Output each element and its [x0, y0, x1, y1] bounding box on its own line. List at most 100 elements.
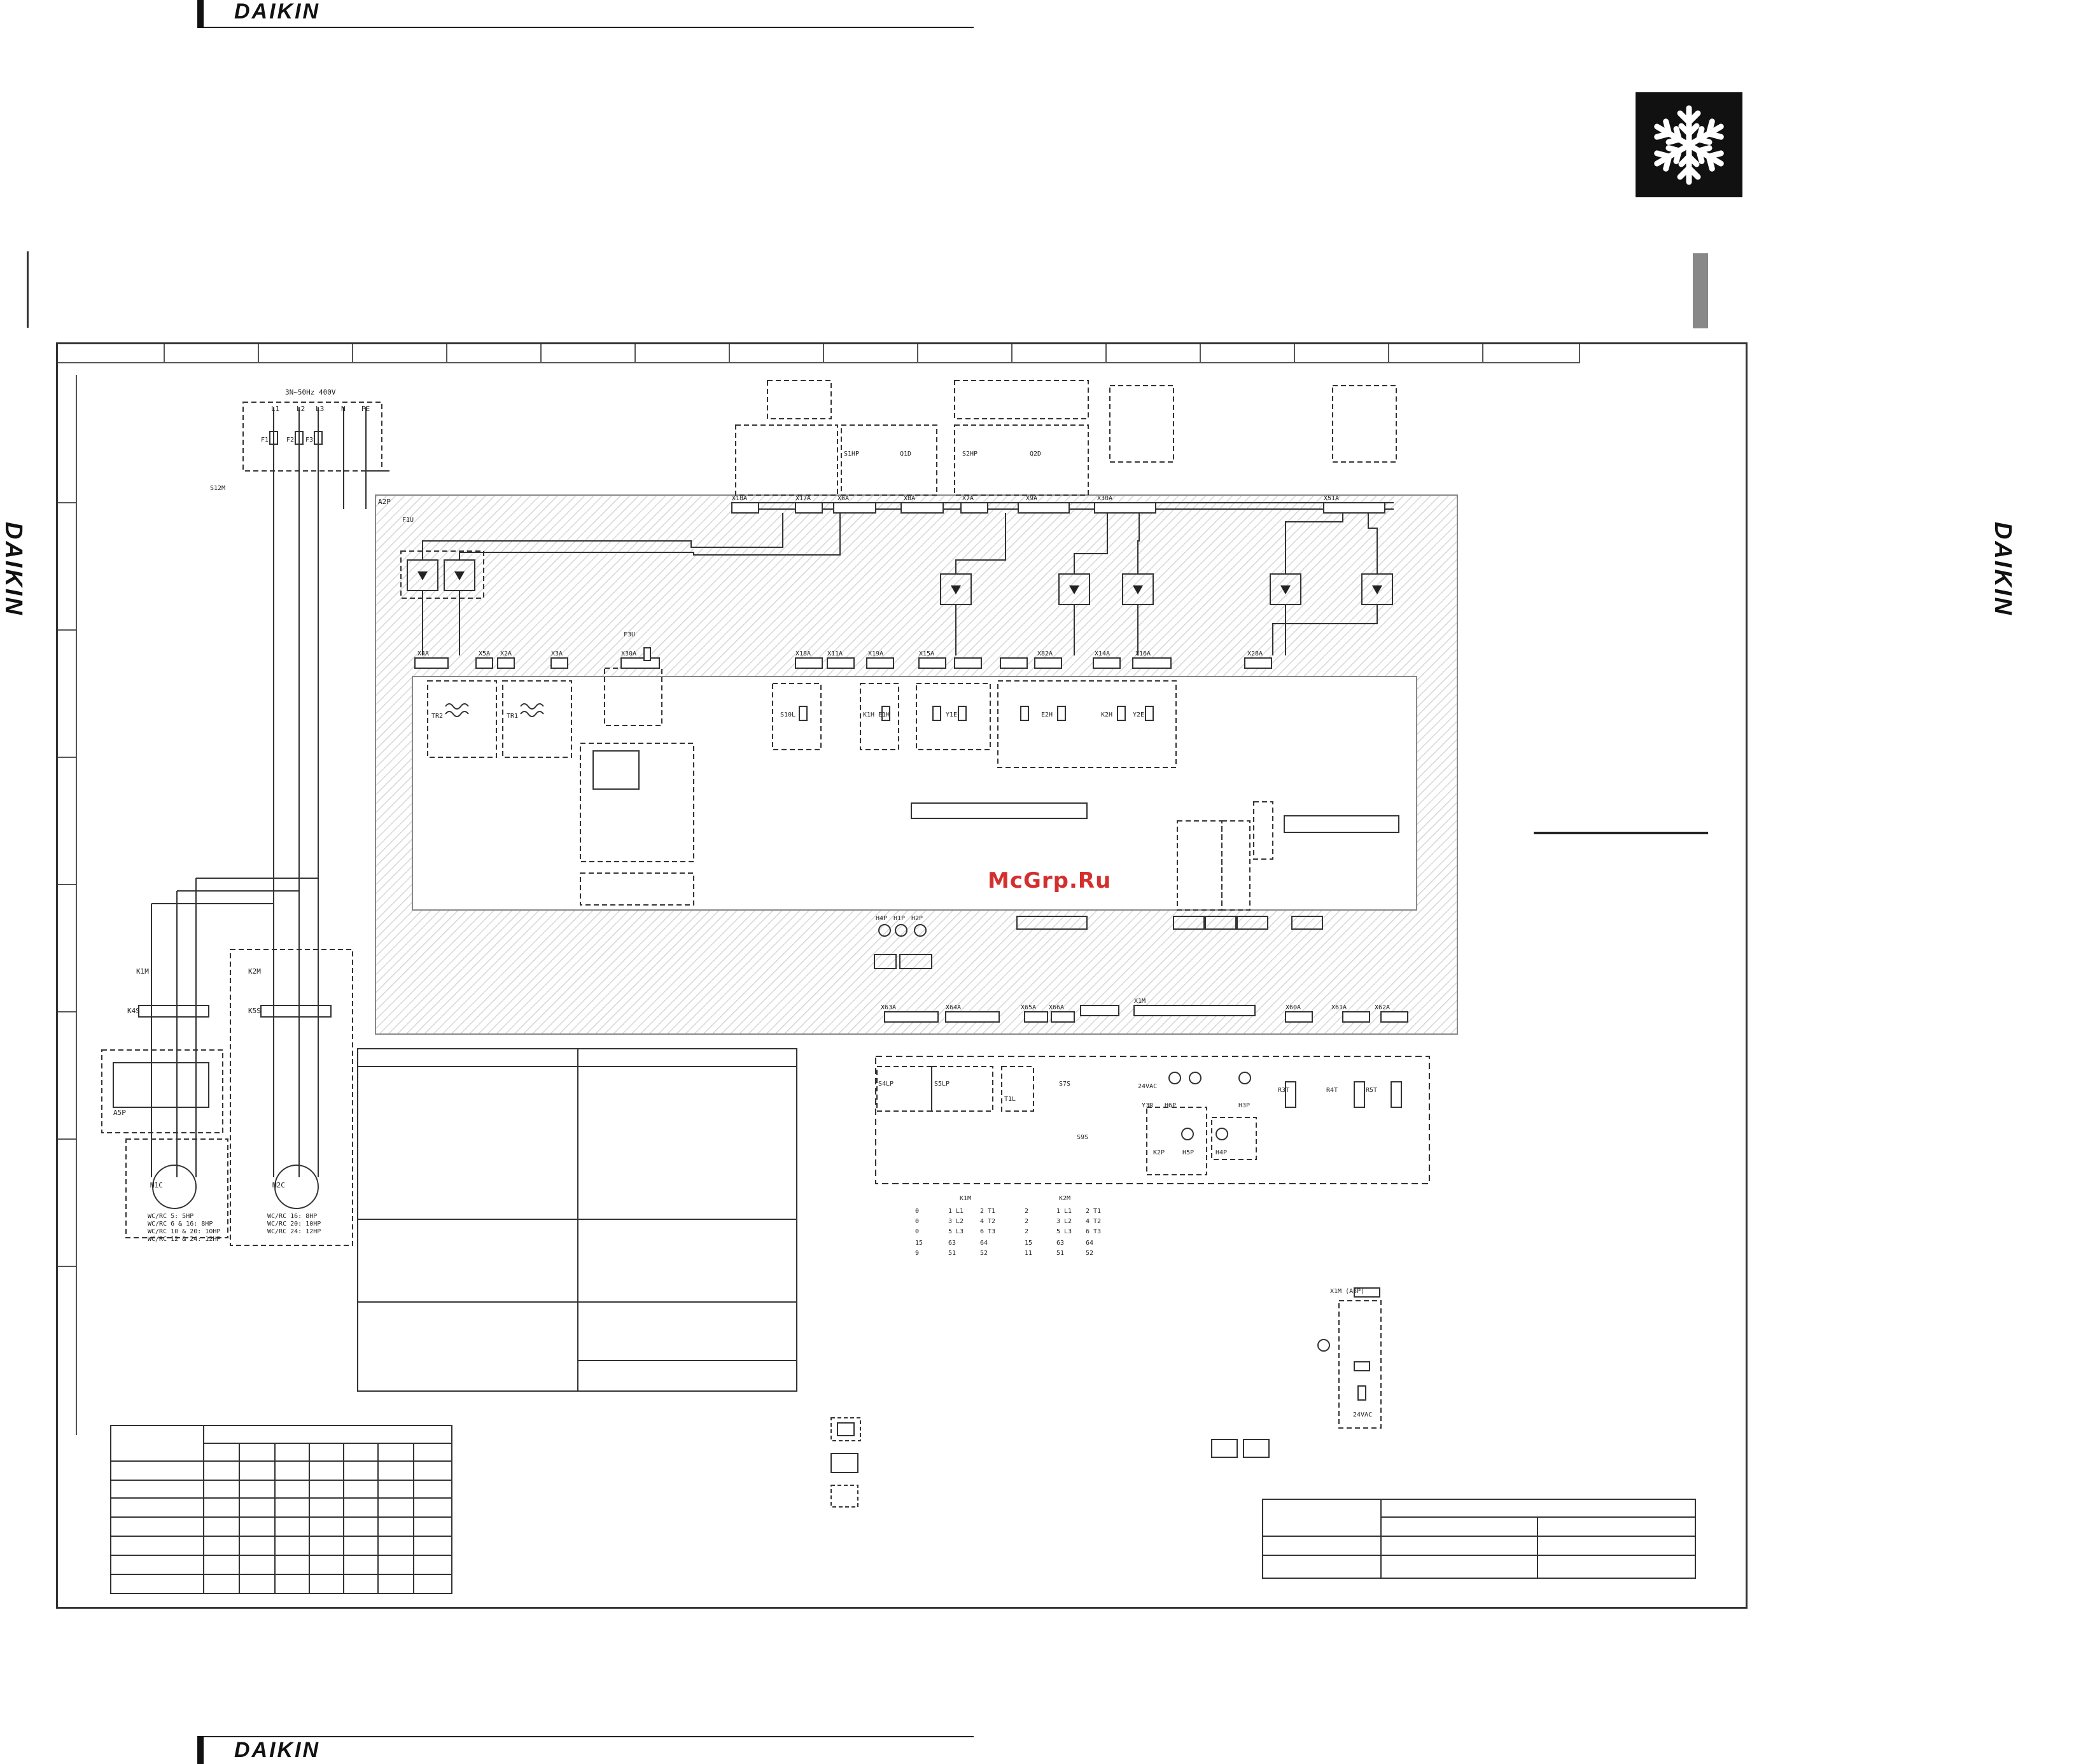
- led-h2p: H2P: [911, 915, 923, 922]
- xref-k1m-r2a: 0: [915, 1218, 919, 1225]
- term-x1m: X1M: [1134, 998, 1146, 1005]
- xref-k1m-r1a: 0: [915, 1208, 919, 1215]
- conn-mid-x11a: X11A: [827, 650, 843, 657]
- label-q2d: Q2D: [1030, 451, 1041, 458]
- label-s10l: S10L: [780, 711, 795, 718]
- label-s2hp: S2HP: [962, 451, 977, 458]
- conn-top-x9a: X9A: [1026, 495, 1037, 502]
- label-s1hp: S1HP: [844, 451, 859, 458]
- conn-mid-x82a: X82A: [1037, 650, 1053, 657]
- label-y3r: Y3R: [1142, 1102, 1154, 1109]
- title-table: [1262, 1499, 1696, 1579]
- led-h1p: H1P: [893, 915, 905, 922]
- label-e2h: E2H: [1041, 711, 1053, 718]
- xref-k1m-r5c: 52: [980, 1250, 988, 1257]
- label-k2p: K2P: [1153, 1149, 1165, 1156]
- label-y1e: Y1E: [946, 711, 957, 718]
- conn-top-x18a: X18A: [732, 495, 747, 502]
- conn-mid-x28a: X28A: [1247, 650, 1263, 657]
- xref-k1m-r3b: 5 L3: [948, 1228, 963, 1235]
- row-strip: [58, 375, 77, 1435]
- fuse-f1: F1: [261, 437, 269, 444]
- xref-k2m-r1c: 2 T1: [1086, 1208, 1101, 1215]
- signal-bus: [422, 513, 1378, 655]
- transformer-tr2: TR2: [431, 713, 443, 720]
- top-connector-blocks: [731, 502, 1385, 514]
- label-k1h: K1H: [863, 711, 874, 718]
- footer-rule: [204, 1736, 974, 1737]
- terminal-n: N: [341, 405, 346, 413]
- term-x64a: X64A: [946, 1004, 961, 1011]
- label-h3p: H3P: [1238, 1102, 1250, 1109]
- conn-top-x6a: X6A: [837, 495, 849, 502]
- label-q1d: Q1D: [900, 451, 911, 458]
- xref-k2m-r1b: 1 L1: [1056, 1208, 1072, 1215]
- label-y2e: Y2E: [1133, 711, 1144, 718]
- contactor-label-k5s: K5S: [248, 1007, 261, 1015]
- motor2-model-3: WC/RC 24: 12HP: [267, 1228, 321, 1235]
- xref-k1m-r3a: 0: [915, 1228, 919, 1235]
- motor-label-m2c: M2C: [272, 1181, 285, 1189]
- fuse-f3u: F3U: [624, 631, 635, 638]
- contactor-label-k4s: K4S: [127, 1007, 140, 1015]
- xref-k1m-title: K1M: [960, 1195, 971, 1202]
- xref-k2m-r3a: 2: [1025, 1228, 1028, 1235]
- column-strip: [58, 344, 1580, 363]
- label-s12m: S12M: [210, 485, 225, 492]
- terminal-l3: L3: [316, 405, 324, 413]
- xref-k1m-r5a: 9: [915, 1250, 919, 1257]
- motor1-model-3: WC/RC 10 & 20: 10HP: [148, 1228, 220, 1235]
- motor-label-m1c: M1C: [150, 1181, 163, 1189]
- term-x66a: X66A: [1049, 1004, 1064, 1011]
- conn-mid-x5a: X5A: [479, 650, 490, 657]
- header-bar-top: [197, 0, 204, 28]
- top-switch-row: [735, 380, 1397, 510]
- terminal-l2: L2: [297, 405, 305, 413]
- right-separator-rule: [1534, 832, 1708, 834]
- label-h6p: H6P: [1165, 1102, 1176, 1109]
- status-leds: [874, 924, 932, 969]
- motor1-model-1: WC/RC 5: 5HP: [148, 1213, 193, 1220]
- brand-logo-top: DAIKIN: [234, 0, 321, 24]
- term-x65a: X65A: [1021, 1004, 1036, 1011]
- left-margin-rule: [27, 251, 29, 328]
- snowflake-badge: [1636, 92, 1742, 197]
- thermistor-r3t: R3T: [1278, 1087, 1289, 1094]
- thermistor-r4t: R4T: [1326, 1087, 1338, 1094]
- label-t1l: T1L: [1004, 1096, 1016, 1103]
- fuse-f1u: F1U: [402, 517, 414, 524]
- xref-k1m-r4b: 63: [948, 1240, 956, 1247]
- xref-k1m-r2c: 4 T2: [980, 1218, 995, 1225]
- conn-top-x30a: X30A: [1097, 495, 1112, 502]
- opto-triangles: [417, 571, 1382, 594]
- drawing-frame: [56, 342, 1748, 1609]
- label-h5p: H5P: [1182, 1149, 1194, 1156]
- contactor-stack-left: [101, 948, 228, 1238]
- pcb-label: A2P: [378, 498, 391, 506]
- label-s9s: S9S: [1077, 1134, 1088, 1141]
- xref-k2m-r2c: 4 T2: [1086, 1218, 1101, 1225]
- xref-k1m-r5b: 51: [948, 1250, 956, 1257]
- relay-coil-row: [772, 680, 1177, 768]
- brand-logo-bottom: DAIKIN: [234, 1738, 321, 1762]
- conn-mid-x30a: X30A: [621, 650, 636, 657]
- inset-supply: 24VAC: [1353, 1411, 1372, 1418]
- fuse-f2: F2: [286, 437, 294, 444]
- conn-mid-x19a: X19A: [868, 650, 883, 657]
- main-power-lines: [151, 509, 319, 948]
- xref-k2m-r3c: 6 T3: [1086, 1228, 1101, 1235]
- xref-k2m-r2b: 3 L2: [1056, 1218, 1072, 1225]
- legend-panel: [357, 1048, 797, 1392]
- grey-side-tab: [1693, 253, 1708, 328]
- label-h4p: H4P: [1216, 1149, 1227, 1156]
- terminal-pe: PE: [361, 405, 370, 413]
- label-s7s: S7S: [1059, 1081, 1070, 1088]
- legend-symbols: [830, 1417, 861, 1508]
- inset-circuit: [1211, 1287, 1382, 1458]
- bottom-terminals: [884, 1005, 1408, 1023]
- conn-top-x8a: X8A: [904, 495, 915, 502]
- term-x60a: X60A: [1286, 1004, 1301, 1011]
- motor2-model-2: WC/RC 20: 10HP: [267, 1221, 321, 1228]
- terminal-l1: L1: [271, 405, 279, 413]
